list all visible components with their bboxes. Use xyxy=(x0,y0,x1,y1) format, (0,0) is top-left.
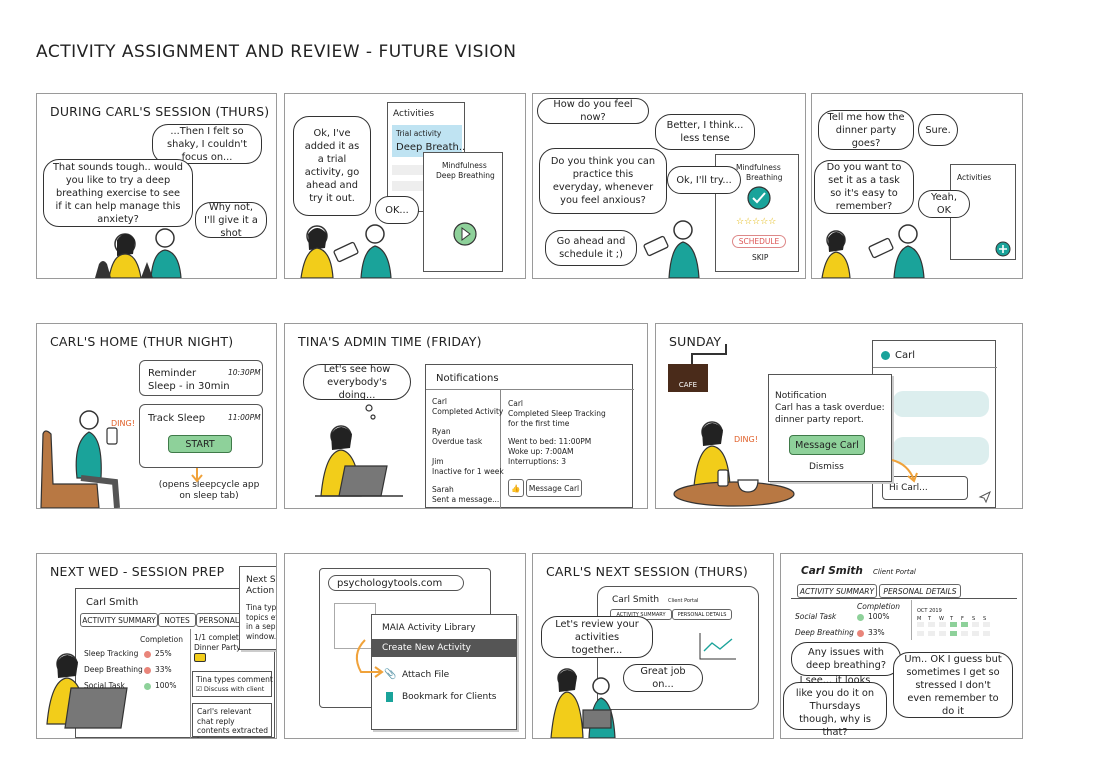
send-icon[interactable] xyxy=(978,490,991,504)
start-button[interactable]: START xyxy=(168,435,232,453)
speech-bubble-carl-ok: OK... xyxy=(375,196,419,224)
panel-title: SUNDAY xyxy=(669,334,722,349)
panel-admin-time: TINA'S ADMIN TIME (FRIDAY) Let's see how… xyxy=(284,323,648,509)
bookmark-item[interactable]: Bookmark for Clients xyxy=(372,689,516,707)
speech-bubble-schedule-it: Go ahead and schedule it ;) xyxy=(545,230,637,266)
panel-session-prep: NEXT WED - SESSION PREP Carl Smith ACTIV… xyxy=(36,553,277,739)
therapist-client-figures xyxy=(95,228,182,278)
calendar-grid xyxy=(917,622,990,636)
panel-title: CARL'S NEXT SESSION (THURS) xyxy=(546,564,748,579)
ding-label: DING! xyxy=(111,419,135,428)
dismiss-button[interactable]: Dismiss xyxy=(809,462,844,472)
tina-at-laptop xyxy=(315,425,403,497)
tab-activity-summary[interactable]: ACTIVITY SUMMARY xyxy=(797,584,877,598)
speech-bubble-sure: Sure. xyxy=(918,114,958,146)
page-title: ACTIVITY ASSIGNMENT AND REVIEW - FUTURE … xyxy=(36,42,517,62)
panel-how-feel: Mindfulness Breathing ☆☆☆☆☆ SCHEDULE SKI… xyxy=(532,93,806,279)
comment-box[interactable]: Tina types comment ☑ Discuss with client xyxy=(192,671,273,697)
speech-bubble-tell-me: Tell me how the dinner party goes? xyxy=(818,110,914,150)
chat-input[interactable]: Hi Carl... xyxy=(882,476,968,500)
url-bar[interactable]: psychologytools.com xyxy=(328,575,464,591)
sleepcycle-note: (opens sleepcycle app on sleep tab) xyxy=(158,480,260,501)
add-icon[interactable] xyxy=(995,241,1011,257)
line-chart-icon xyxy=(699,633,736,660)
trial-activity-item[interactable]: Trial activity Deep Breath.. xyxy=(392,125,465,157)
message-carl-button[interactable]: Message Carl xyxy=(526,479,582,497)
figures-session xyxy=(550,668,616,738)
tab-notes[interactable]: NOTES xyxy=(158,613,196,627)
panel-dinner-party: Activities Tell me how the dinner party … xyxy=(811,93,1023,279)
panel-carls-home: CARL'S HOME (THUR NIGHT) Reminder 10:30P… xyxy=(36,323,277,509)
speech-bubble-tina-added: Ok, I've added it as a trial activity, g… xyxy=(293,116,371,216)
speech-bubble-thursdays: I see... it looks like you do it on Thur… xyxy=(783,675,887,738)
tab-personal-details[interactable]: PERSONAL DETAILS xyxy=(672,609,732,620)
speech-bubble-carl-shaky: ...Then I felt so shaky, I couldn't focu… xyxy=(152,124,262,164)
speech-bubble-practice: Do you think you can practice this every… xyxy=(539,148,667,214)
thumbs-up-button[interactable]: 👍 xyxy=(508,479,524,497)
thought-dots xyxy=(365,404,376,420)
carl-sitting-with-phone xyxy=(40,410,203,508)
speech-bubble-how-feel: How do you feel now? xyxy=(537,98,649,124)
panel-activity-library: psychologytools.com MAIA Activity Librar… xyxy=(284,553,526,739)
panel-client-portal: Carl Smith Client Portal ACTIVITY SUMMAR… xyxy=(780,553,1023,739)
panel-sunday: SUNDAY CAFE Carl Hi Carl... Notification… xyxy=(655,323,1023,509)
thought-bubble: Let's see how everybody's doing... xyxy=(303,364,411,401)
activities-heading: Activities xyxy=(393,109,435,119)
tab-personal-details[interactable]: PERSONAL DETAILS xyxy=(879,584,961,598)
speech-bubble-stressed: Um.. OK I guess but sometimes I get so s… xyxy=(893,652,1013,718)
panel-trial-activity: Ok, I've added it as a trial activity, g… xyxy=(284,93,526,279)
tina-at-cafe xyxy=(673,344,918,507)
notifications-window: Notifications Carl Completed Activity Ry… xyxy=(425,364,634,508)
speech-bubble-review: Let's review your activities together... xyxy=(541,616,653,658)
speech-bubble-better: Better, I think... less tense xyxy=(655,114,755,150)
paperclip-icon: 📎 xyxy=(384,669,397,680)
maia-library-menu: MAIA Activity Library Create New Activit… xyxy=(371,614,517,730)
overdue-notification: Notification Carl has a task overdue: di… xyxy=(768,374,892,482)
attach-file-item[interactable]: 📎 Attach File xyxy=(384,669,450,680)
tab-activity-summary[interactable]: ACTIVITY SUMMARY xyxy=(80,613,158,627)
create-new-activity-item[interactable]: Create New Activity xyxy=(372,639,516,657)
speech-bubble-yeah-ok: Yeah, OK xyxy=(918,190,970,218)
figures-with-tablet xyxy=(300,224,392,278)
ding-label: DING! xyxy=(734,435,758,444)
panel-title: NEXT WED - SESSION PREP xyxy=(50,564,225,579)
mindfulness-activity-card: Mindfulness Deep Breathing xyxy=(423,152,503,272)
speech-bubble-carl-agree: Why not, I'll give it a shot xyxy=(195,202,267,239)
panel-next-session: CARL'S NEXT SESSION (THURS) Carl Smith C… xyxy=(532,553,774,739)
speech-bubble-great-job: Great job on... xyxy=(623,664,703,692)
extracted-chat-box: Carl's relevant chat reply contents extr… xyxy=(192,703,272,738)
speech-bubble-tina-suggest: That sounds tough.. would you like to tr… xyxy=(43,159,193,227)
track-sleep-card: Track Sleep 11:00PM START xyxy=(139,404,263,468)
rating-stars[interactable]: ☆☆☆☆☆ xyxy=(736,217,777,227)
checkmark-icon xyxy=(747,186,771,210)
panel-title: TINA'S ADMIN TIME (FRIDAY) xyxy=(298,334,482,349)
tina-at-laptop xyxy=(46,653,128,729)
speech-bubble-ill-try: Ok, I'll try... xyxy=(667,166,741,194)
panel-title: DURING CARL'S SESSION (THURS) xyxy=(50,104,270,119)
speech-bubble-set-task: Do you want to set it as a task so it's … xyxy=(814,160,914,214)
action-plan-window: Next Session Action Plan Tina types topi… xyxy=(239,566,276,650)
play-icon[interactable] xyxy=(452,221,478,247)
arrow-to-attach xyxy=(355,639,384,678)
panel-session-thurs: DURING CARL'S SESSION (THURS) ...Then I … xyxy=(36,93,277,279)
figure-with-tablet xyxy=(643,220,700,278)
skip-button[interactable]: SKIP xyxy=(752,253,769,262)
bookmark-icon xyxy=(386,692,393,702)
cafe-sign: CAFE xyxy=(668,364,708,392)
figures-dinner xyxy=(821,224,925,278)
reminder-notification[interactable]: Reminder 10:30PM Sleep - in 30min xyxy=(139,360,263,396)
comment-flag-icon[interactable] xyxy=(194,653,206,662)
speech-bubble-issues: Any issues with deep breathing? xyxy=(791,642,901,676)
message-carl-button[interactable]: Message Carl xyxy=(789,435,865,455)
panel-title: CARL'S HOME (THUR NIGHT) xyxy=(50,334,234,349)
schedule-button[interactable]: SCHEDULE xyxy=(732,235,786,248)
